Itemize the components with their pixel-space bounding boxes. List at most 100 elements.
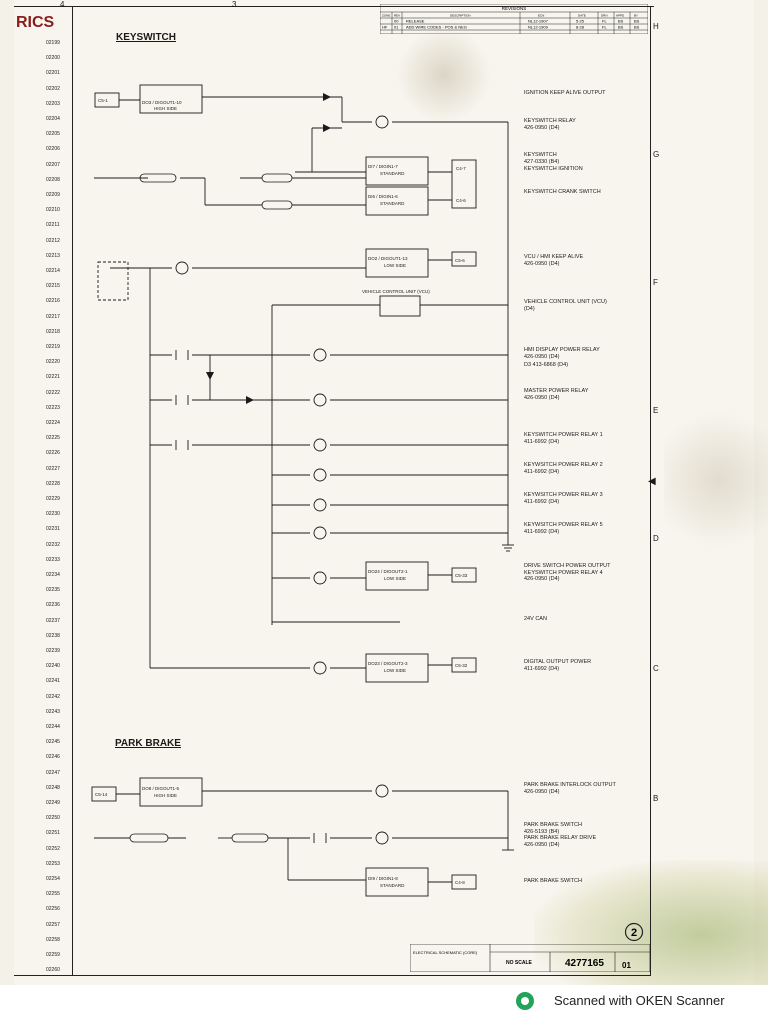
row-number: 02223: [46, 404, 60, 411]
rev-row1-rev: 00: [394, 19, 399, 24]
right-label-line: KEYWSITCH POWER RELAY 3: [524, 492, 603, 498]
row-number: 02241: [46, 678, 60, 685]
right-label-line: KEYSWITCH RELAY: [524, 118, 576, 124]
rev-row2-zone: HF: [382, 25, 388, 30]
connector-label: C5-14: [95, 792, 108, 797]
rev-col-ecn: ECN: [538, 14, 544, 18]
row-number: 02207: [46, 161, 60, 168]
frame-right-line: [650, 6, 651, 976]
schematic-sheet: [14, 0, 768, 985]
diode-icon: [246, 396, 254, 404]
right-label-line: VEHICLE CONTROL UNIT (VCU): [524, 299, 607, 305]
relay-coil: [313, 526, 327, 540]
row-number: 02245: [46, 739, 60, 746]
title-block-caption: ELECTRICAL SCHEMATIC (CORE): [413, 950, 478, 955]
row-number: 02240: [46, 663, 60, 670]
row-number: 02221: [46, 374, 60, 381]
right-label-line: PARK BRAKE SWITCH: [524, 822, 582, 828]
diode-icon: [206, 372, 214, 380]
frame-left-line: [72, 6, 73, 976]
sheet-circle-number: 2: [631, 927, 637, 939]
rev-row1-date: 5-25: [576, 19, 585, 24]
right-label-line: PARK BRAKE SWITCH: [524, 878, 582, 884]
right-label-line: KEYSWITCH: [524, 152, 557, 158]
module-di6-line1: DI6 / DIGIN1-6: [368, 194, 398, 199]
row-number: 02226: [46, 450, 60, 457]
frame-bottom-line: [14, 975, 651, 976]
zone-letter-f: F: [653, 278, 658, 287]
right-label-line: (D4): [524, 305, 535, 312]
row-number: 02214: [46, 268, 60, 274]
row-number: 02212: [46, 237, 60, 244]
row-number: 02222: [46, 389, 60, 396]
right-label-line: 426-0950 (D4): [524, 841, 560, 848]
row-number: 02200: [46, 55, 60, 62]
row-number: 02237: [46, 617, 60, 624]
connector-box: [451, 251, 477, 267]
right-label-line: KEYWSITCH POWER RELAY 2: [524, 462, 603, 468]
right-label-line: DIGITAL OUTPUT POWER: [524, 659, 592, 665]
scanner-watermark-text: Scanned with OKEN Scanner: [554, 993, 725, 1008]
row-number: 02210: [46, 207, 60, 214]
right-label-group: D3 413-6868 (D4): [524, 362, 568, 369]
relay-coil: [313, 498, 327, 512]
module-do2-line2: LOW SIDE: [384, 263, 406, 268]
row-number: 02246: [46, 754, 60, 761]
connector-box: [451, 657, 477, 673]
row-number: 02235: [46, 587, 60, 594]
right-label-line: PARK BRAKE RELAY DRIVE: [524, 835, 597, 841]
right-label-group: KEYSWITCH IGNITION: [524, 166, 583, 173]
row-number: 02224: [46, 420, 60, 426]
right-label-line: 411-6992 (D4): [524, 665, 560, 672]
connector-label: C5-1: [98, 98, 108, 103]
frame-top-number-4: 4: [60, 0, 65, 9]
scan-stain: [534, 860, 768, 985]
row-number: 02206: [46, 146, 60, 153]
right-label-line: KEYSWITCH POWER RELAY 1: [524, 432, 603, 438]
right-label-group: IGNITION KEEP ALIVE OUTPUT: [524, 90, 606, 97]
corner-title: RICS: [16, 14, 55, 31]
diode-icon: [323, 93, 331, 101]
module-do8-line2: HIGH SIDE: [154, 793, 177, 798]
row-number: 02213: [46, 252, 60, 259]
right-label-line: DRIVE SWITCH POWER OUTPUT: [524, 563, 611, 569]
right-label-line: 411-6992 (D4): [524, 438, 560, 445]
relay-coil: [313, 571, 327, 585]
row-number: 02238: [46, 632, 60, 639]
module-box: [365, 186, 429, 216]
module-box: [365, 867, 429, 897]
row-number: 02255: [46, 891, 60, 898]
row-number: 02218: [46, 328, 60, 335]
row-number: 02199: [46, 40, 60, 46]
row-number: 02211: [46, 222, 60, 229]
row-number: 02260: [46, 967, 60, 974]
rev-row2-rev: 01: [394, 25, 399, 30]
row-number: 02251: [46, 830, 60, 837]
module-do24-line2: LOW SIDE: [384, 576, 406, 581]
row-number: 02254: [46, 876, 60, 882]
rev-col-drn: DRN: [601, 14, 608, 18]
rev-row2-appd: BS: [618, 25, 624, 30]
relay-coil: [375, 115, 389, 129]
right-label-group: VEHICLE CONTROL UNIT (VCU) (D4): [524, 299, 607, 312]
row-number: 02217: [46, 313, 60, 320]
connector-box: [451, 159, 477, 209]
row-number: 02215: [46, 283, 60, 290]
module-do3-line2: HIGH SIDE: [154, 106, 177, 111]
frame-top-number-3: 3: [232, 0, 237, 9]
right-label-line: 426-5193 (B4): [524, 828, 560, 835]
right-label-line: MASTER POWER RELAY: [524, 388, 589, 394]
title-block-sheet: 01: [622, 961, 631, 970]
right-label-line: 24V CAN: [524, 616, 547, 622]
right-label-line: 426-0950 (D4): [524, 260, 560, 267]
connector-label: C4-6: [456, 198, 466, 203]
relay-coil: [375, 784, 389, 798]
right-label-line: 411-6992 (D4): [524, 528, 560, 535]
rev-row1-desc: RELEASE: [406, 19, 425, 24]
row-number: 02249: [46, 800, 60, 806]
